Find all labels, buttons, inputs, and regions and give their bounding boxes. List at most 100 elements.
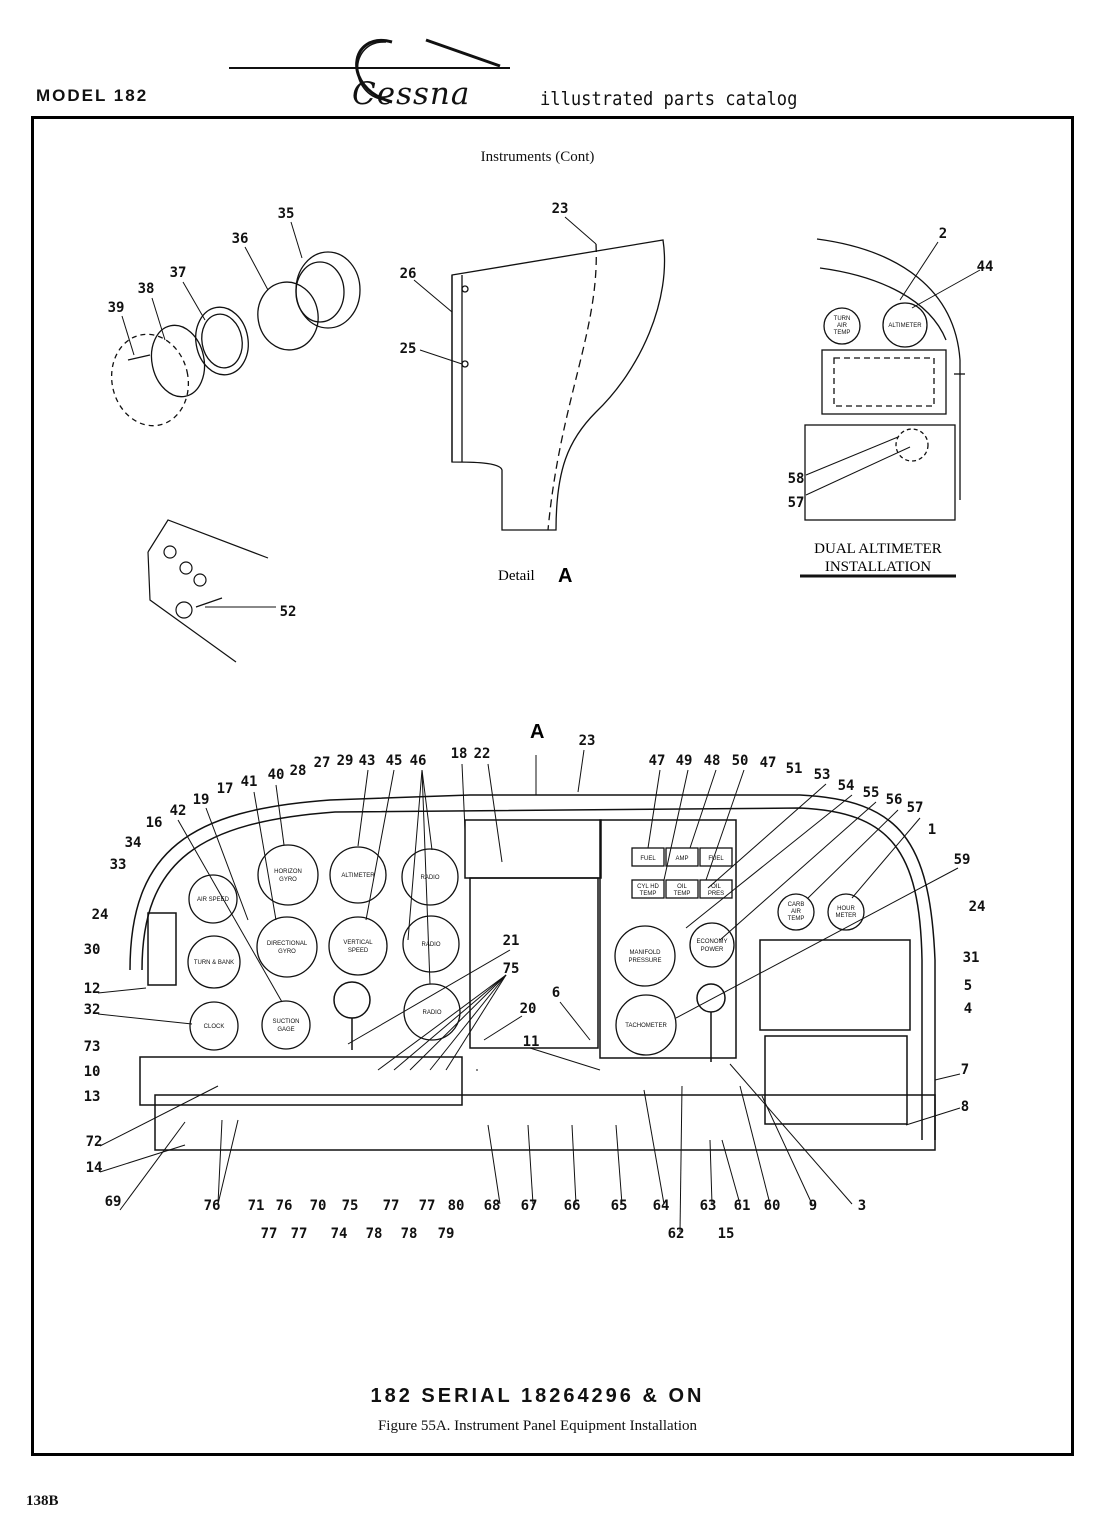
gauge-turn-air-1: TURN bbox=[834, 316, 851, 322]
dual-altimeter-panel bbox=[804, 238, 965, 521]
gauge-oil-temp-2: TEMP bbox=[674, 891, 691, 897]
callout-14: 14 bbox=[86, 1160, 103, 1176]
callout-55: 55 bbox=[863, 785, 880, 801]
gauge-carb-1: CARB bbox=[788, 902, 805, 908]
callout-15: 15 bbox=[718, 1226, 735, 1242]
callout-73: 73 bbox=[84, 1039, 101, 1055]
gauge-altimeter: ALTIMETER bbox=[341, 873, 375, 879]
callout-42: 42 bbox=[170, 803, 187, 819]
callout-74: 74 bbox=[331, 1226, 348, 1242]
gauge-clock: CLOCK bbox=[204, 1024, 225, 1030]
gauge-fuel-left: FUEL bbox=[640, 856, 656, 862]
detail-letter: A bbox=[558, 565, 572, 587]
caption-serial: 182 SERIAL 18264296 & ON bbox=[370, 1385, 705, 1407]
callout-9: 9 bbox=[809, 1198, 817, 1214]
callout-32: 32 bbox=[84, 1002, 101, 1018]
callout-17: 17 bbox=[217, 781, 234, 797]
callout-24: 24 bbox=[92, 907, 109, 923]
callout-71: 71 bbox=[248, 1198, 265, 1214]
gauge-manifold-2: PRESSURE bbox=[628, 958, 661, 964]
figure-caption: Figure 55A. Instrument Panel Equipment I… bbox=[377, 1418, 698, 1434]
callout-18: 18 bbox=[451, 746, 468, 762]
gauge-suction-2: GAGE bbox=[277, 1027, 294, 1033]
dual-altimeter-title-1: DUAL ALTIMETER bbox=[814, 541, 942, 557]
callout-48: 48 bbox=[704, 753, 721, 769]
gauge-fuel-right: FUEL bbox=[708, 856, 724, 862]
callout-39: 39 bbox=[108, 300, 125, 316]
callout-77: 77 bbox=[261, 1226, 278, 1242]
gauge-directional-1: DIRECTIONAL bbox=[267, 941, 308, 947]
leader-lines bbox=[97, 216, 981, 1233]
gauge-directional-2: GYRO bbox=[278, 949, 296, 955]
callout-75: 75 bbox=[503, 961, 520, 977]
callout-51: 51 bbox=[786, 761, 803, 777]
callout-78: 78 bbox=[401, 1226, 418, 1242]
callout-7: 7 bbox=[961, 1062, 969, 1078]
brand-name: Cessna bbox=[352, 76, 471, 112]
gauge-oil-press-1: OIL bbox=[711, 884, 721, 890]
detail-label: Detail bbox=[498, 568, 535, 584]
gauge-cyl-hd-2: TEMP bbox=[640, 891, 657, 897]
gauge-tachometer: TACHOMETER bbox=[625, 1023, 667, 1029]
callout-3: 3 bbox=[858, 1198, 866, 1214]
callout-59: 59 bbox=[954, 852, 971, 868]
callout-56: 56 bbox=[886, 792, 903, 808]
callout-72: 72 bbox=[86, 1134, 103, 1150]
callout-77: 77 bbox=[419, 1198, 436, 1214]
switch-bracket bbox=[147, 519, 269, 663]
callout-76: 76 bbox=[276, 1198, 293, 1214]
page-number: 138B bbox=[26, 1493, 59, 1509]
exploded-gauge-assembly bbox=[110, 251, 361, 427]
instrument-panel bbox=[129, 794, 936, 1151]
callout-70: 70 bbox=[310, 1198, 327, 1214]
callout-79: 79 bbox=[438, 1226, 455, 1242]
callout-21: 21 bbox=[503, 933, 520, 949]
view-a-marker: A bbox=[530, 721, 544, 743]
callout-6: 6 bbox=[552, 985, 560, 1001]
gauge-amp: AMP bbox=[675, 856, 688, 862]
callout-77: 77 bbox=[291, 1226, 308, 1242]
callout-76: 76 bbox=[204, 1198, 221, 1214]
gauge-altimeter-small: ALTIMETER bbox=[888, 323, 922, 329]
callout-19: 19 bbox=[193, 792, 210, 808]
callout-61: 61 bbox=[734, 1198, 751, 1214]
callout-31: 31 bbox=[963, 950, 980, 966]
callout-24: 24 bbox=[969, 899, 986, 915]
callout-52: 52 bbox=[280, 604, 297, 620]
callout-68: 68 bbox=[484, 1198, 501, 1214]
callout-25: 25 bbox=[400, 341, 417, 357]
callout-43: 43 bbox=[359, 753, 376, 769]
figure-subtitle: Instruments (Cont) bbox=[480, 149, 595, 165]
callout-65: 65 bbox=[611, 1198, 628, 1214]
callout-26: 26 bbox=[400, 266, 417, 282]
callout-28: 28 bbox=[290, 763, 307, 779]
callout-57: 57 bbox=[907, 800, 924, 816]
callout-8: 8 bbox=[961, 1099, 969, 1115]
gauge-economy-1: ECONOMY bbox=[696, 939, 727, 945]
gauge-horizon-1: HORIZON bbox=[274, 869, 302, 875]
dual-altimeter-title-2: INSTALLATION bbox=[825, 559, 931, 575]
callout-40: 40 bbox=[268, 767, 285, 783]
gauge-carb-3: TEMP bbox=[788, 916, 805, 922]
gauge-turn-bank: TURN & BANK bbox=[194, 960, 234, 966]
callout-66: 66 bbox=[564, 1198, 581, 1214]
callout-80: 80 bbox=[448, 1198, 465, 1214]
gauge-economy-2: POWER bbox=[701, 947, 724, 953]
gauge-hour-2: METER bbox=[836, 913, 858, 919]
callout-5: 5 bbox=[964, 978, 972, 994]
callout-22: 22 bbox=[474, 746, 491, 762]
callout-30: 30 bbox=[84, 942, 101, 958]
gauge-suction-1: SUCTION bbox=[273, 1019, 300, 1025]
callout-29: 29 bbox=[337, 753, 354, 769]
glare-shield-detail bbox=[451, 239, 666, 531]
callout-35: 35 bbox=[278, 206, 295, 222]
callout-58: 58 bbox=[788, 471, 805, 487]
cessna-logo-mark bbox=[229, 38, 510, 104]
gauge-radio-2: RADIO bbox=[421, 942, 440, 948]
callout-63: 63 bbox=[700, 1198, 717, 1214]
callout-11: 11 bbox=[523, 1034, 540, 1050]
gauge-labels: AIR SPEED TURN & BANK CLOCK HORIZON GYRO… bbox=[194, 316, 922, 1033]
gauge-horizon-2: GYRO bbox=[279, 877, 297, 883]
gauge-oil-press-2: PRES bbox=[708, 891, 724, 897]
gauge-hour-1: HOUR bbox=[837, 906, 855, 912]
